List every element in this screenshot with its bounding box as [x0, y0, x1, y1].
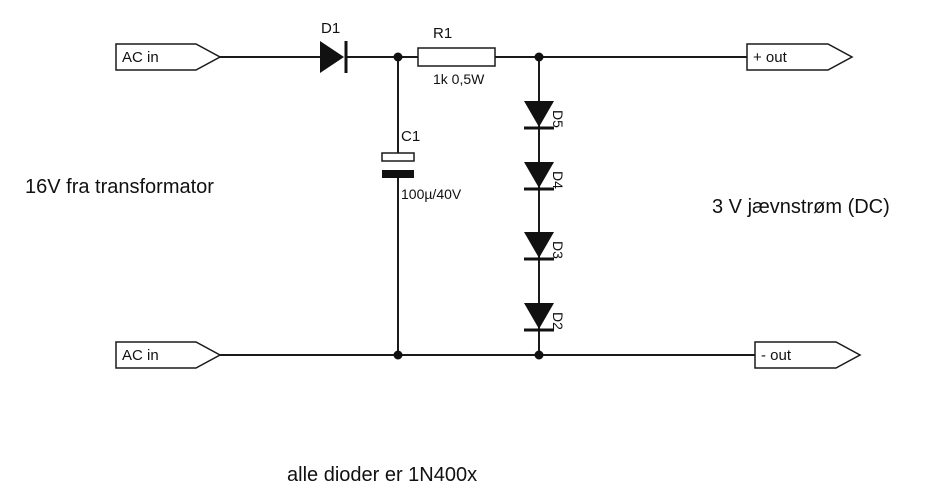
capacitor-c1-label: C1 [401, 128, 420, 145]
port-plus-out-label: + out [753, 49, 788, 66]
diode-d1-label: D1 [321, 20, 340, 37]
resistor-r1-label: R1 [433, 25, 452, 42]
port-plus-out: + out [746, 43, 854, 71]
diode-d4: D4 [524, 162, 566, 191]
diode-d5-label: D5 [550, 110, 566, 128]
port-ac-in-bottom: AC in [115, 341, 222, 369]
junction-diodes-bottom [534, 350, 544, 360]
diode-d1: D1 [320, 20, 348, 73]
note-output: 3 V jævnstrøm (DC) [712, 196, 890, 218]
note-input: 16V fra transformator [25, 176, 214, 198]
port-minus-out: - out [754, 341, 862, 369]
port-ac-in-top-label: AC in [122, 49, 159, 66]
diode-d4-label: D4 [550, 171, 566, 189]
diode-d3: D3 [524, 232, 566, 261]
resistor-r1: R1 1k 0,5W [417, 25, 496, 87]
diode-d5: D5 [524, 101, 566, 130]
port-ac-in-bottom-label: AC in [122, 347, 159, 364]
note-diodes: alle dioder er 1N400x [287, 464, 477, 486]
diode-d3-label: D3 [550, 241, 566, 259]
diode-d2: D2 [524, 303, 566, 332]
junction-diodes-top [534, 52, 544, 62]
capacitor-c1: C1 100µ/40V [381, 57, 462, 355]
diode-d2-label: D2 [550, 312, 566, 330]
port-ac-in-top: AC in [115, 43, 222, 71]
junction-c1-top [393, 52, 403, 62]
junction-c1-bottom [393, 350, 403, 360]
capacitor-c1-value: 100µ/40V [401, 186, 462, 202]
port-minus-out-label: - out [761, 347, 792, 364]
resistor-r1-value: 1k 0,5W [433, 71, 485, 87]
